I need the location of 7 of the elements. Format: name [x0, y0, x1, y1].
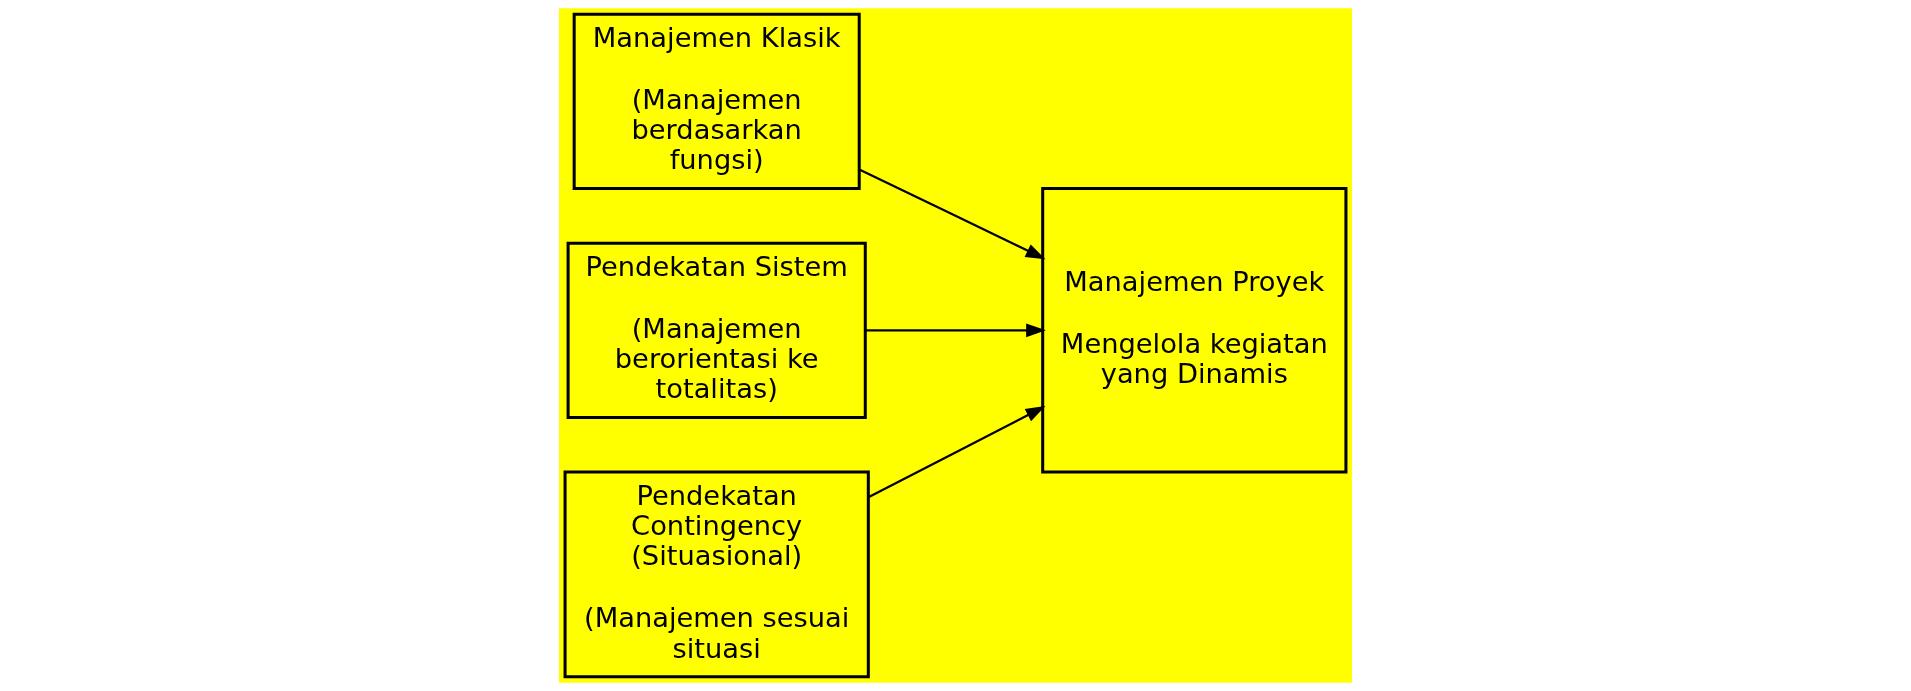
arrow [867, 406, 1046, 499]
arrow [858, 168, 1046, 260]
node-box: Pendekatan Contingency (Situasional) (Manajemen sesuai situasi [563, 470, 870, 679]
arrow [865, 323, 1046, 338]
node-box: Manajemen Klasik (Manajemen berdasarkan fungsi) [572, 12, 861, 191]
node-box: Manajemen Proyek Mengelola kegiatan yang Dinamis [1041, 187, 1348, 474]
node-box: Pendekatan Sistem (Manajemen berorientasi ke totalitas) [566, 241, 867, 420]
